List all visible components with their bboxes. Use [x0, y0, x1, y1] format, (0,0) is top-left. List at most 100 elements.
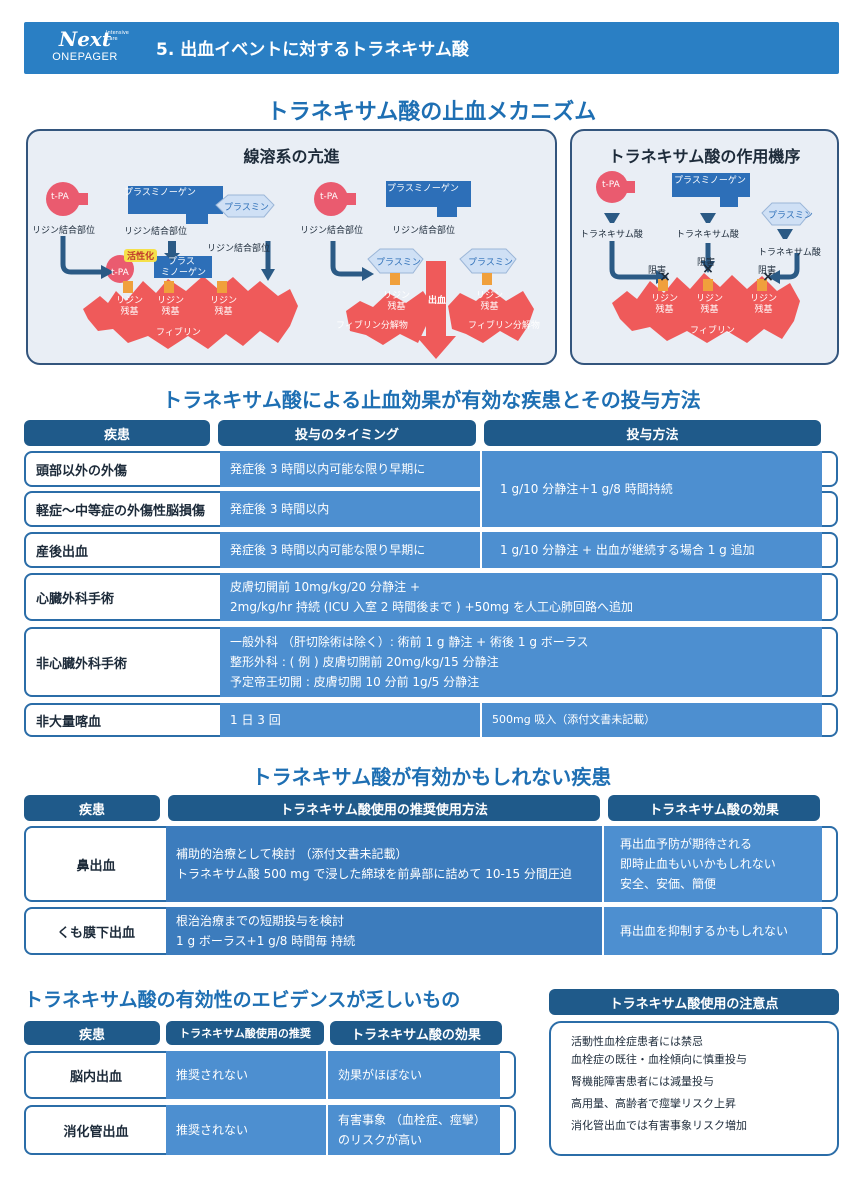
inhibit-label-2: 阻害 — [697, 258, 716, 268]
effective-row-4-line-1: 皮膚切開前 10mg/kg/20 分静注 + — [230, 580, 420, 594]
plasmin-label-right-2: プラスミン — [468, 258, 513, 268]
poor-row-1-disease: 脳内出血 — [24, 1051, 166, 1099]
txa-mechanism-diagram: × × × — [596, 171, 811, 343]
effective-header-disease: 疾患 — [24, 420, 210, 446]
maybe-row-1-effect-line-1: 再出血予防が期待される — [620, 837, 753, 851]
lysine-residue-4: リジン残基 — [383, 291, 411, 312]
effective-header-timing: 投与のタイミング — [218, 420, 476, 446]
note-item-1: 活動性血栓症患者には禁忌 — [571, 1035, 703, 1048]
row-5-tail — [822, 627, 838, 697]
effective-row-4-disease: 心臓外科手術 — [24, 573, 220, 621]
maybe-row-1-tail — [822, 826, 838, 902]
txa-lysine-residue-3: リジン残基 — [750, 294, 778, 315]
effective-row-5-line-1: 一般外科 （肝切除術は除く）: 術前 1 g 静注 + 術後 1 g ボーラス — [230, 635, 589, 649]
maybe-row-1-effect: 再出血予防が期待される 即時止血もいいかもしれない 安全、安価、簡便 — [604, 826, 822, 902]
maybe-row-1-disease: 鼻出血 — [24, 826, 166, 902]
effective-merged-method: 1 g/10 分静注＋1 g/8 時間持続 — [482, 451, 822, 527]
poor-header-disease: 疾患 — [24, 1021, 160, 1045]
activation-label: 活性化 — [124, 249, 158, 262]
note-item-3: 腎機能障害患者には減量投与 — [571, 1075, 714, 1088]
txa-label-1: トラネキサム酸 — [580, 230, 643, 240]
poor-row-1-effect: 効果がほぼない — [328, 1051, 500, 1099]
lysine-residue-5: リジン残基 — [476, 291, 504, 312]
poor-row-2-tail — [500, 1105, 516, 1155]
poor-row-1-recommend: 推奨されない — [166, 1051, 326, 1099]
inhibit-label-1: 阻害 — [648, 266, 667, 276]
tpa-circle-left — [46, 182, 80, 216]
txa-mechanism-title: トラネキサム酸の作用機序 — [608, 147, 801, 166]
maybe-title: トラネキサム酸が有効かもしれない疾患 — [251, 765, 612, 789]
row-4-tail — [822, 573, 838, 621]
poor-header-recommend: トラネキサム酸使用の推奨 — [166, 1021, 324, 1045]
fibrin-shape-left — [83, 276, 298, 349]
fibrin-degradation-label-2: フィブリン分解物 — [468, 321, 540, 331]
plasminogen-label-txa: プラスミノーゲン — [674, 176, 746, 186]
fibrin-degradation-label-1: フィブリン分解物 — [336, 321, 408, 331]
maybe-header-disease: 疾患 — [24, 795, 160, 821]
note-item-5: 消化管出血では有害事象リスク増加 — [571, 1119, 747, 1132]
svg-text:×: × — [702, 261, 714, 277]
fibrinolysis-diagram — [46, 181, 534, 359]
plasmino-bottom-label: ミノーゲン — [161, 268, 207, 278]
effective-row-3-method: 1 g/10 分静注 + 出血が継続する場合 1 g 追加 — [482, 532, 822, 568]
plasmin-shape-left — [215, 194, 275, 218]
notes-header: トラネキサム酸使用の注意点 — [549, 989, 839, 1015]
maybe-header-usage: トラネキサム酸使用の推奨使用方法 — [168, 795, 600, 821]
effective-title: トラネキサム酸による止血効果が有効な疾患とその投与方法 — [162, 388, 701, 412]
poor-row-2-effect-line-1: 有害事象 （血栓症、痙攣） — [338, 1113, 486, 1127]
bleeding-label: 出血 — [428, 296, 447, 306]
plasmino-top-label: プラス — [168, 257, 195, 267]
effective-row-6-disease: 非大量喀血 — [24, 703, 220, 737]
txa-label-2: トラネキサム酸 — [676, 230, 739, 240]
tpa-label-right: t-PA — [320, 192, 338, 202]
fibrinolysis-panel: 線溶系の亢進 — [26, 129, 557, 365]
maybe-row-1-usage-line-1: 補助的治療として検討 （添付文書未記載） — [176, 847, 408, 861]
poor-row-2-disease: 消化管出血 — [24, 1105, 166, 1155]
effective-row-5-content: 一般外科 （肝切除術は除く）: 術前 1 g 静注 + 術後 1 g ボーラス … — [220, 627, 822, 697]
fibrinolysis-title: 線溶系の亢進 — [243, 147, 340, 166]
logo-sub: Intensive Care — [106, 30, 129, 42]
effective-row-5-line-2: 整形外科 : ( 例 ) 皮膚切開前 20mg/kg/15 分静注 — [230, 655, 499, 669]
txa-lysine-residue-2: リジン残基 — [696, 294, 724, 315]
fibrin-label-txa: フィブリン — [690, 326, 735, 336]
notes-box: 活動性血栓症患者には禁忌 血栓症の既往・血栓傾向に慎重投与 腎機能障害患者には減… — [549, 1021, 839, 1156]
lysine-residue-2: リジン残基 — [157, 296, 185, 317]
row-6-tail — [822, 703, 838, 737]
maybe-row-1-usage: 補助的治療として検討 （添付文書未記載） トラネキサム酸 500 mg で浸した… — [166, 826, 602, 902]
tpa-label-txa: t-PA — [602, 180, 620, 190]
effective-header-method: 投与方法 — [484, 420, 821, 446]
effective-row-6-timing: 1 日 3 回 — [220, 703, 480, 737]
plasminogen-label-right: プラスミノーゲン — [387, 184, 459, 194]
note-item-2: 血栓症の既往・血栓傾向に慎重投与 — [571, 1053, 747, 1066]
mechanism-title: トラネキサム酸の止血メカニズム — [266, 100, 597, 125]
lysine-residue-1: リジン残基 — [116, 296, 144, 317]
txa-label-3: トラネキサム酸 — [758, 248, 821, 258]
maybe-row-2-effect: 再出血を抑制するかもしれない — [604, 907, 822, 955]
logo-next: Next — [58, 27, 112, 51]
txa-mechanism-panel: トラネキサム酸の作用機序 × × × t-PA プラスミノーゲン プラスミン ト… — [570, 129, 839, 365]
logo-onepager: ONEPAGER — [52, 51, 118, 63]
effective-row-5-disease: 非心臓外科手術 — [24, 627, 220, 697]
plasmin-label-right-1: プラスミン — [376, 258, 421, 268]
maybe-header-effect: トラネキサム酸の効果 — [608, 795, 820, 821]
fibrin-shape-right-a — [346, 291, 433, 345]
tpa-label-left: t-PA — [51, 192, 69, 202]
svg-text:×: × — [659, 269, 671, 285]
row-1-tail — [822, 451, 838, 487]
fibrin-shape-right-b — [448, 289, 534, 343]
maybe-row-2-usage: 根治治療までの短期投与を検討 1 g ボーラス+1 g/8 時間毎 持続 — [166, 907, 602, 955]
poor-row-2-effect-line-2: のリスクが高い — [338, 1133, 423, 1147]
effective-row-4-content: 皮膚切開前 10mg/kg/20 分静注 + 2mg/kg/hr 持続 (ICU… — [220, 573, 822, 621]
maybe-row-1-effect-line-2: 即時止血もいいかもしれない — [620, 857, 776, 871]
poor-header-effect: トラネキサム酸の効果 — [330, 1021, 502, 1045]
txa-lysine-residue-1: リジン残基 — [651, 294, 679, 315]
lysine-site-label-5: リジン結合部位 — [392, 226, 456, 236]
tpa-label-bound: t-PA — [111, 268, 129, 278]
effective-row-3-disease: 産後出血 — [24, 532, 220, 568]
effective-row-4-line-2: 2mg/kg/hr 持続 (ICU 入室 2 時間後まで ) +50mg を人工… — [230, 600, 633, 614]
maybe-row-2-disease: くも膜下出血 — [24, 907, 166, 955]
fibrin-label-left: フィブリン — [156, 328, 201, 338]
poor-row-2-effect: 有害事象 （血栓症、痙攣） のリスクが高い — [328, 1105, 500, 1155]
logo: Next Intensive Care ONEPAGER — [50, 27, 129, 64]
effective-row-1-timing: 発症後 3 時間以内可能な限り早期に — [220, 451, 480, 487]
